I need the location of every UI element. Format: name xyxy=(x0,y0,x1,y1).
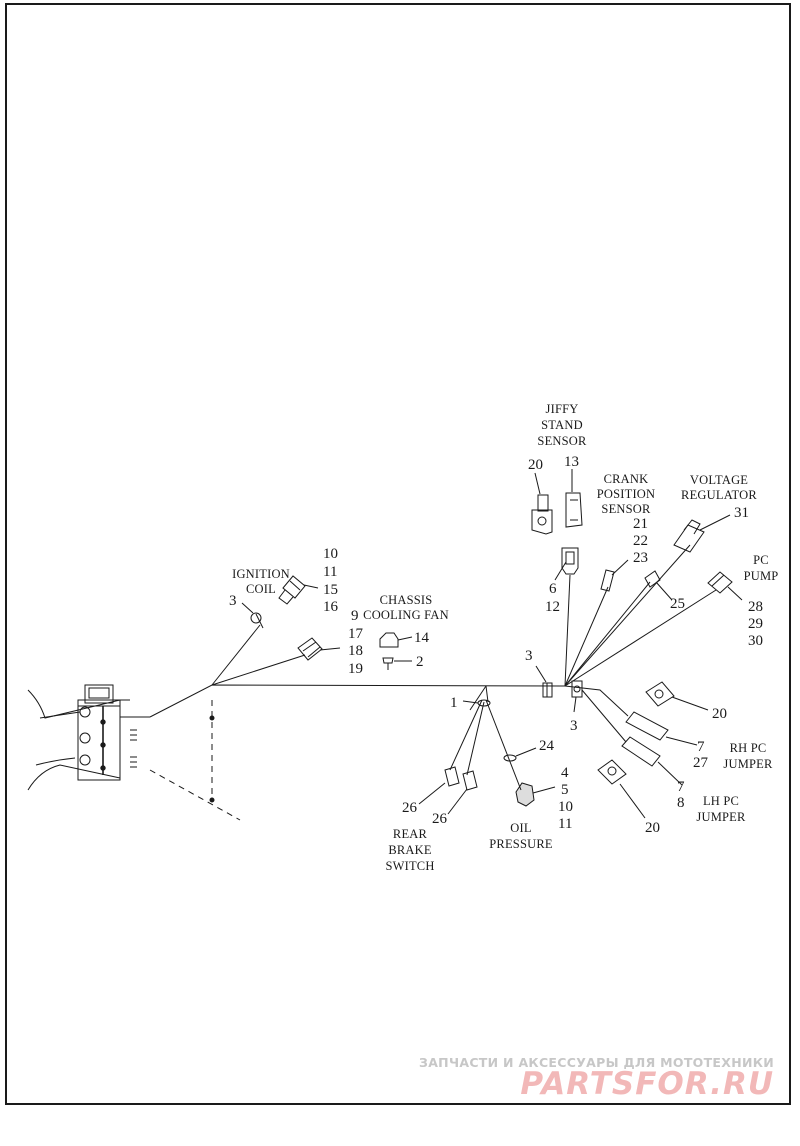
callout-18: 18 xyxy=(348,643,363,659)
watermark-tagline: ЗАПЧАСТИ И АКСЕССУАРЫ ДЛЯ МОТОТЕХНИКИ xyxy=(419,1055,774,1070)
crank-sensor-connector xyxy=(600,569,615,592)
callout-7-upper: 7 xyxy=(697,739,705,755)
callout-1: 1 xyxy=(450,695,458,711)
callout-3-lower: 3 xyxy=(570,718,578,734)
caption-voltage-1: VOLTAGE xyxy=(690,473,748,487)
watermark-logo: PARTSFOR.RU xyxy=(520,1066,774,1102)
caption-chassis-2: COOLING FAN xyxy=(363,608,449,622)
caption-brake-2: BRAKE xyxy=(388,843,432,857)
callout-17: 17 xyxy=(348,626,364,642)
caption-jiffy-3: SENSOR xyxy=(537,434,587,448)
callout-30: 30 xyxy=(748,633,763,649)
callout-26-a: 26 xyxy=(402,800,418,816)
screw-2 xyxy=(382,657,394,670)
caption-jiffy-1: JIFFY xyxy=(546,402,579,416)
callout-29: 29 xyxy=(748,616,763,632)
callout-25: 25 xyxy=(670,596,685,612)
harness-trunk xyxy=(149,624,566,821)
callout-27: 27 xyxy=(693,755,709,771)
caption-crank-1: CRANK xyxy=(604,472,649,486)
callout-12: 12 xyxy=(545,599,560,615)
callout-20: 20 xyxy=(528,457,543,473)
callout-6: 6 xyxy=(549,581,557,597)
callout-5: 5 xyxy=(561,782,569,798)
callout-7-lower: 7 xyxy=(677,779,685,795)
callout-21: 21 xyxy=(633,516,648,532)
callout-10-top: 10 xyxy=(323,546,338,562)
callout-2: 2 xyxy=(416,654,424,670)
callout-20-lower: 20 xyxy=(645,820,660,836)
callout-13: 13 xyxy=(564,454,579,470)
connector-25 xyxy=(644,570,661,588)
caption-pcpump-1: PC xyxy=(753,553,769,567)
jiffy-sensor-13 xyxy=(565,492,583,528)
caption-voltage-2: REGULATOR xyxy=(681,488,757,502)
drawing-frame xyxy=(5,3,791,1105)
leader-lines xyxy=(241,469,743,819)
caption-brake-1: REAR xyxy=(393,827,428,841)
cooling-fan-connector xyxy=(379,632,399,648)
caption-crank-3: SENSOR xyxy=(601,502,651,516)
caption-chassis-1: CHASSIS xyxy=(380,593,433,607)
callout-9: 9 xyxy=(351,608,359,624)
callout-24: 24 xyxy=(539,738,555,754)
callout-3-upper: 3 xyxy=(525,648,533,664)
caption-lhpc-2: JUMPER xyxy=(696,810,746,824)
caption-oil-2: PRESSURE xyxy=(489,837,553,851)
bracket-20-right xyxy=(645,681,675,707)
lh-pc-jumper-connector xyxy=(621,736,661,767)
fastener-3-lower xyxy=(571,680,583,698)
caption-oil-1: OIL xyxy=(510,821,531,835)
callout-10-bottom: 10 xyxy=(558,799,573,815)
callout-8: 8 xyxy=(677,795,685,811)
oil-pressure-connector xyxy=(515,782,535,807)
callout-19: 19 xyxy=(348,661,363,677)
caption-ignition-1: IGNITION xyxy=(232,567,290,581)
callout-23: 23 xyxy=(633,550,648,566)
callout-3-left: 3 xyxy=(229,593,237,609)
caption-lhpc-1: LH PC xyxy=(703,794,739,808)
caption-rhpc-2: JUMPER xyxy=(723,757,773,771)
callout-4: 4 xyxy=(561,765,569,781)
caption-jiffy-2: STAND xyxy=(541,418,583,432)
bracket-20-lower xyxy=(597,759,627,785)
chassis-frame-left xyxy=(27,684,150,791)
callout-31: 31 xyxy=(734,505,749,521)
ignition-coil-connector xyxy=(278,575,306,605)
callout-22: 22 xyxy=(633,533,648,549)
callout-28: 28 xyxy=(748,599,763,615)
caption-crank-2: POSITION xyxy=(597,487,656,501)
grommet-24 xyxy=(503,754,517,762)
caption-brake-3: SWITCH xyxy=(385,859,434,873)
caption-rhpc-1: RH PC xyxy=(730,741,767,755)
ignition-terminal xyxy=(250,612,264,629)
harness-branches xyxy=(449,544,717,791)
callout-11-bottom: 11 xyxy=(558,816,572,832)
voltage-regulator-connector xyxy=(673,519,705,553)
pc-pump-connector xyxy=(707,571,733,594)
chassis-connector-17 xyxy=(297,637,323,661)
caption-pcpump-2: PUMP xyxy=(744,569,779,583)
rh-pc-jumper-connector xyxy=(625,711,669,741)
caption-ignition-2: COIL xyxy=(246,582,276,596)
callout-26-b: 26 xyxy=(432,811,448,827)
rear-brake-connector-a xyxy=(444,766,460,787)
callout-16: 16 xyxy=(323,599,339,615)
callout-20-right: 20 xyxy=(712,706,727,722)
rear-brake-connector-b xyxy=(462,770,478,791)
jiffy-connector xyxy=(561,547,579,575)
jiffy-bracket-20 xyxy=(531,494,553,535)
callout-15: 15 xyxy=(323,582,338,598)
callout-14: 14 xyxy=(414,630,430,646)
callout-11-top: 11 xyxy=(323,564,337,580)
fastener-3-upper xyxy=(542,682,553,698)
